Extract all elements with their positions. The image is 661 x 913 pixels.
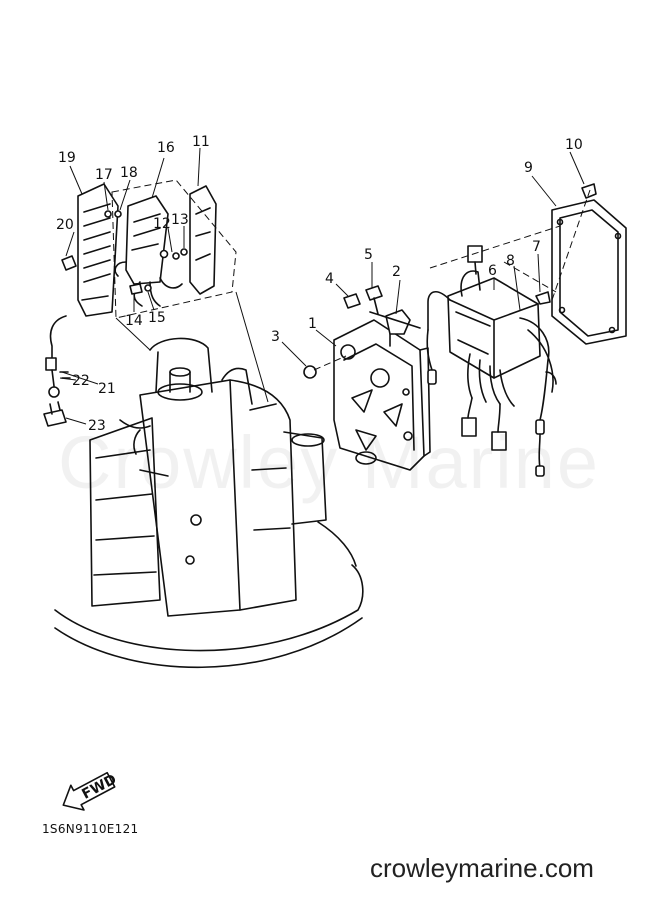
callout-3: 3 [271, 329, 280, 345]
callout-9: 9 [524, 160, 533, 176]
cdi-unit [426, 245, 557, 477]
callout-23: 23 [88, 418, 106, 434]
callout-19: 19 [58, 150, 76, 166]
callout-18: 18 [120, 165, 138, 181]
callout-4: 4 [325, 271, 334, 287]
callout-16: 16 [157, 140, 175, 156]
callout-22: 22 [72, 373, 90, 389]
callout-21: 21 [98, 381, 116, 397]
callout-12: 12 [153, 216, 171, 232]
drawing-code: 1S6N9110E121 [42, 822, 139, 836]
gasket [551, 199, 627, 345]
callout-15: 15 [148, 310, 166, 326]
callout-2: 2 [392, 264, 401, 280]
callout-17: 17 [95, 167, 113, 183]
site-url: crowleymarine.com [370, 853, 594, 883]
callout-6: 6 [488, 263, 497, 279]
callout-8: 8 [506, 253, 515, 269]
callout-14: 14 [125, 313, 143, 329]
callout-7: 7 [532, 239, 541, 255]
callout-10: 10 [565, 137, 583, 153]
forward-arrow-icon: FWD [62, 771, 119, 811]
callout-11: 11 [192, 134, 210, 150]
engine-block [54, 337, 364, 669]
leader-lines [59, 147, 585, 425]
small-hardware [61, 183, 597, 379]
callout-labels: 1 2 3 4 5 6 7 8 9 10 11 12 13 14 15 16 1… [56, 134, 583, 434]
mounting-plate [333, 319, 431, 471]
callout-1: 1 [308, 316, 317, 332]
callout-20: 20 [56, 217, 74, 233]
callout-5: 5 [364, 247, 373, 263]
callout-13: 13 [171, 212, 189, 228]
